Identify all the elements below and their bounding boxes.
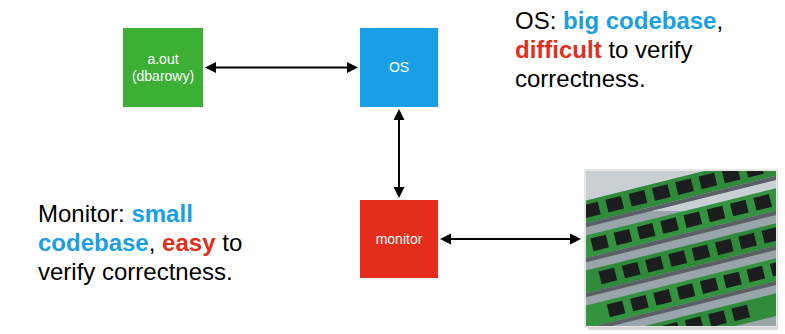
- note-text: Monitor:: [38, 200, 125, 227]
- note-text: ,: [149, 229, 156, 256]
- emphasis-text: big codebase: [563, 7, 716, 34]
- note-text: OS:: [515, 7, 556, 34]
- box-text: (dbarowy): [132, 68, 194, 85]
- memory-link: [440, 234, 581, 245]
- note-text: Monitor:small codebase,easyto verify cor…: [38, 199, 268, 286]
- note-text: ,: [716, 7, 723, 34]
- emphasis-text: easy: [162, 229, 215, 256]
- program-box: a.out(dbarowy): [123, 28, 203, 107]
- emphasis-text: difficult: [515, 36, 602, 63]
- box-text: a.out: [147, 51, 178, 68]
- note-text: OS:big codebase,difficultto verify corre…: [515, 6, 777, 93]
- monitor-box: monitor: [360, 200, 438, 278]
- box-text: OS: [389, 59, 409, 76]
- connector: [215, 67, 348, 69]
- arrow-head: [347, 62, 358, 73]
- arrow-head: [394, 109, 405, 120]
- arrow-head: [394, 187, 405, 198]
- connector: [398, 119, 400, 188]
- os-box: OS: [360, 28, 438, 107]
- arrow-head: [205, 62, 216, 73]
- box-text: monitor: [376, 231, 423, 248]
